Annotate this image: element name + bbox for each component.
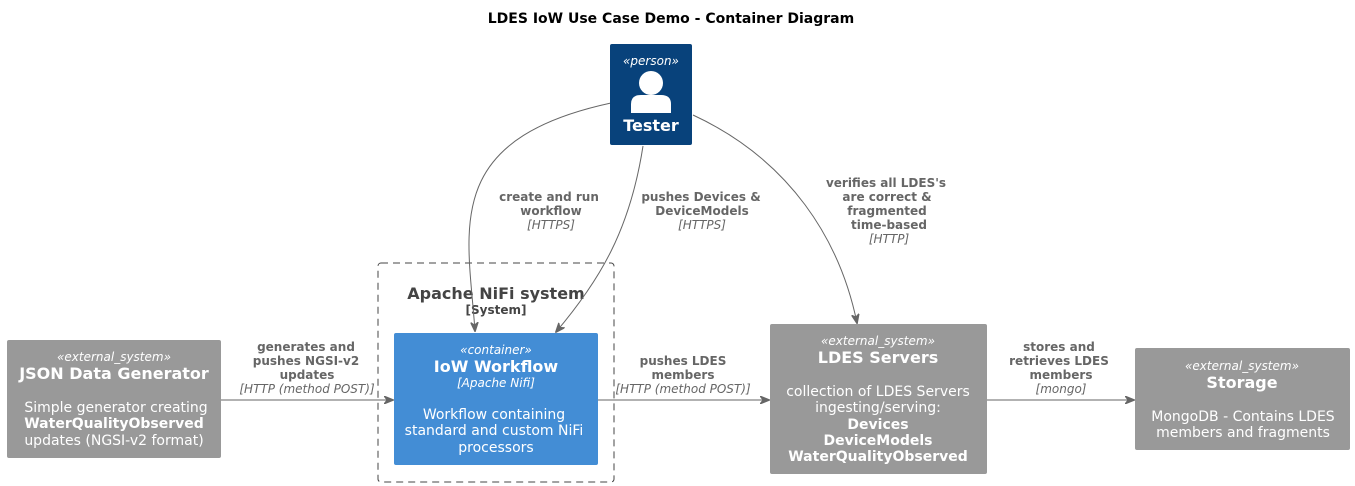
storage-desc-1: MongoDB - Contains LDES bbox=[1151, 409, 1335, 425]
edge-verifies bbox=[692, 114, 857, 323]
workflow-stereotype: «container» bbox=[460, 343, 532, 357]
generator-box bbox=[7, 340, 221, 458]
label-pushes-devices-tech: [HTTPS] bbox=[678, 218, 726, 232]
ldes-desc-1: collection of LDES Servers bbox=[786, 384, 970, 400]
workflow-box bbox=[394, 333, 598, 465]
generator-desc-1: Simple generator creating bbox=[24, 400, 207, 416]
workflow-tech: [Apache Nifi] bbox=[457, 376, 535, 390]
generator-desc-2: WaterQualityObserved bbox=[24, 416, 204, 432]
apache-nifi-boundary[interactable]: Apache NiFi system [System] bbox=[377, 262, 615, 483]
label-pushes-ldes-tech: [HTTP (method POST)] bbox=[615, 382, 751, 396]
person-tester[interactable]: «person» Tester bbox=[610, 44, 692, 145]
node-iow-workflow[interactable]: «container» IoW Workflow [Apache Nifi] W… bbox=[394, 333, 598, 465]
ldes-stereotype: «external_system» bbox=[821, 334, 935, 348]
boundary-name: Apache NiFi system bbox=[407, 284, 584, 303]
label-stores: stores and retrieves LDES members [mongo… bbox=[1009, 340, 1109, 396]
person-stereotype: «person» bbox=[623, 54, 679, 68]
ldes-desc-4: DeviceModels bbox=[823, 433, 932, 449]
label-pushes-devices-1: pushes Devices & bbox=[641, 190, 760, 204]
label-verifies-4: time-based bbox=[851, 218, 927, 232]
person-name: Tester bbox=[623, 116, 679, 135]
label-stores-2: retrieves LDES bbox=[1009, 354, 1109, 368]
storage-desc-2: members and fragments bbox=[1156, 425, 1330, 441]
label-create-run-2: workflow bbox=[520, 204, 581, 218]
ldes-box bbox=[770, 324, 987, 474]
label-create-run-1: create and run bbox=[499, 190, 599, 204]
label-generates-2: pushes NGSI-v2 bbox=[253, 354, 359, 368]
diagram-title: LDES IoW Use Case Demo - Container Diagr… bbox=[488, 11, 854, 27]
label-pushes-devices-2: DeviceModels bbox=[655, 204, 748, 218]
storage-stereotype: «external_system» bbox=[1185, 359, 1299, 373]
person-icon bbox=[631, 71, 671, 113]
label-stores-1: stores and bbox=[1023, 340, 1095, 354]
node-ldes-servers[interactable]: «external_system» LDES Servers collectio… bbox=[770, 324, 987, 474]
label-create-run: create and run workflow [HTTPS] bbox=[499, 190, 599, 232]
ldes-desc-3: Devices bbox=[847, 417, 908, 433]
edge-pushes-devices bbox=[556, 145, 644, 332]
workflow-desc-2: standard and custom NiFi bbox=[405, 423, 584, 439]
label-pushes-ldes-2: members bbox=[652, 368, 715, 382]
node-json-data-generator[interactable]: «external_system» JSON Data Generator Si… bbox=[7, 340, 221, 458]
label-pushes-ldes-1: pushes LDES bbox=[640, 354, 727, 368]
node-storage[interactable]: «external_system» Storage MongoDB - Cont… bbox=[1135, 348, 1350, 450]
label-verifies-3: fragmented bbox=[847, 204, 926, 218]
label-generates-3: updates bbox=[280, 368, 335, 382]
ldes-desc-5: WaterQualityObserved bbox=[788, 449, 968, 465]
relationship-edges bbox=[221, 102, 1134, 400]
label-verifies-2: are correct & bbox=[842, 190, 931, 204]
label-stores-3: members bbox=[1030, 368, 1093, 382]
label-generates-1: generates and bbox=[257, 340, 355, 354]
generator-name: JSON Data Generator bbox=[18, 364, 209, 383]
label-pushes-devices: pushes Devices & DeviceModels [HTTPS] bbox=[641, 190, 760, 232]
label-create-run-tech: [HTTPS] bbox=[527, 218, 575, 232]
boundary-type: [System] bbox=[466, 303, 527, 317]
storage-box bbox=[1135, 348, 1350, 450]
label-generates-tech: [HTTP (method POST)] bbox=[239, 382, 375, 396]
label-verifies: verifies all LDES's are correct & fragme… bbox=[826, 176, 946, 246]
workflow-desc-1: Workflow containing bbox=[423, 407, 565, 423]
edge-create-run bbox=[468, 102, 612, 331]
ldes-desc-2: ingesting/serving: bbox=[815, 400, 941, 416]
label-stores-tech: [mongo] bbox=[1036, 382, 1087, 396]
workflow-name: IoW Workflow bbox=[434, 357, 559, 376]
label-verifies-tech: [HTTP] bbox=[869, 232, 910, 246]
storage-name: Storage bbox=[1206, 373, 1277, 392]
workflow-desc-3: processors bbox=[458, 440, 533, 456]
label-generates: generates and pushes NGSI-v2 updates [HT… bbox=[239, 340, 375, 396]
generator-desc-3: updates (NGSI-v2 format) bbox=[24, 433, 203, 449]
ldes-name: LDES Servers bbox=[818, 348, 938, 367]
generator-stereotype: «external_system» bbox=[57, 350, 171, 364]
label-pushes-ldes: pushes LDES members [HTTP (method POST)] bbox=[615, 354, 751, 396]
label-verifies-1: verifies all LDES's bbox=[826, 176, 946, 190]
